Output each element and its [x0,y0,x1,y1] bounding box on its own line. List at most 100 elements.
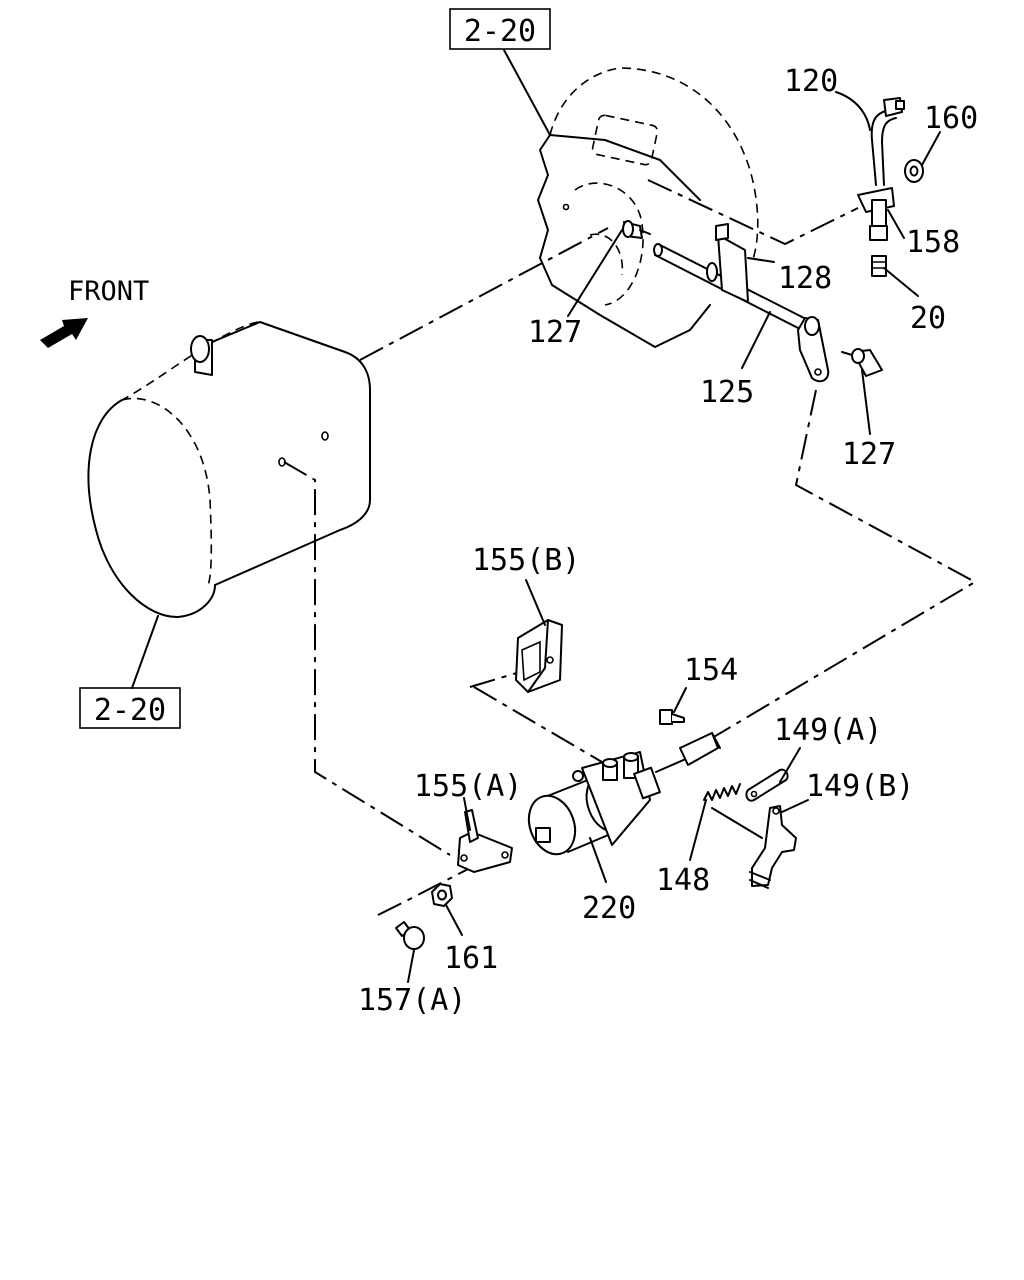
bracket-155a-hole-2 [460,854,468,862]
booster-cylinder [633,766,661,800]
housing-inner-bore [574,182,644,306]
leader-127-right [861,369,871,435]
link-bracket155b [469,671,603,763]
bushing-right-face [851,348,865,364]
housing-outer-dotted [549,67,759,263]
callout-125[interactable]: 125 [700,375,754,410]
fitting-20[interactable] [871,255,887,277]
pipe-end-fitting [895,100,905,110]
clutch-housing [87,321,371,619]
spring-148-coil [703,783,741,801]
callout-157a[interactable]: 157(A) [358,983,466,1018]
leader-160 [921,131,941,166]
callout-120[interactable]: 120 [784,64,838,99]
front-arrow-icon [40,318,88,348]
leader-120 [835,91,871,131]
bolt-154-head [659,709,673,725]
housing-hole [562,203,570,211]
callout-149b[interactable]: 149(B) [806,769,914,804]
release-lever [797,317,830,383]
nut-161-hole [437,889,447,901]
callout-leaders [407,91,941,983]
fork-plate [717,234,749,303]
pipe-tube-b [881,117,897,186]
housing-inner-bore-2 [589,233,624,276]
clutch-booster[interactable] [521,732,721,861]
nut-161[interactable] [431,883,453,907]
link-housing-pipe [647,179,859,246]
callout-160[interactable]: 160 [924,101,978,136]
callout-155a[interactable]: 155(A) [414,769,522,804]
booster-stud [572,770,584,782]
leader-154 [673,687,687,713]
link-housing-bracket [283,461,451,856]
bracket-155a-hole [501,851,509,859]
link-spring-lever [711,807,763,839]
leader-148 [689,799,707,861]
rod-clevis [679,732,719,766]
bracket-158-hex [869,225,888,241]
front-label: FRONT [68,276,149,307]
booster-inlet [535,827,551,843]
bushing-127-right[interactable] [841,348,883,377]
bracket-155b-hole [546,656,554,664]
reference-box-left-label: 2-20 [94,693,166,728]
connection-lines [283,179,978,916]
callout-labels: 120 160 158 128 20 127 125 127 155(B) 15… [358,64,978,1018]
spring-148[interactable] [703,783,741,801]
bushing-top-stud [639,229,651,235]
lever-149b[interactable] [749,805,797,889]
bracket-155b[interactable] [515,619,563,693]
bolt-157a[interactable] [395,921,425,950]
housing-top-edge [549,134,701,201]
bracket-158[interactable] [857,187,895,241]
callout-127-right[interactable]: 127 [842,437,896,472]
leader-155b [525,579,546,626]
bracket-155a[interactable] [457,809,513,873]
reference-box-top[interactable]: 2-20 [449,8,551,50]
leader-125 [741,311,771,369]
leader-161 [445,904,463,936]
shaft-collar [706,262,718,282]
fitting-20-body [871,255,887,277]
bushing-127-top[interactable] [622,220,651,239]
clutch-housing-face-rim [121,397,213,586]
lever-149a[interactable] [745,768,789,802]
callout-149a[interactable]: 149(A) [774,713,882,748]
bolt-154[interactable] [659,709,685,725]
reference-box-top-label: 2-20 [464,14,536,49]
callout-154[interactable]: 154 [684,653,738,688]
callout-128[interactable]: 128 [778,261,832,296]
callout-155b[interactable]: 155(B) [472,543,580,578]
callout-220[interactable]: 220 [582,891,636,926]
pipe-120[interactable] [870,97,905,186]
bracket-158-fitting [871,199,887,227]
link-lever-rod [711,389,978,739]
front-indicator: FRONT [40,276,149,348]
reference-box-left[interactable]: 2-20 [79,687,181,729]
lever-149b-body [751,805,797,887]
bushing-right-stud [841,351,853,356]
lever-boss [804,316,820,336]
callout-158[interactable]: 158 [906,225,960,260]
clutch-housing-top-dotted [121,321,259,401]
clutch-housing-hole-1 [321,431,329,441]
booster-port-1-top [602,758,618,768]
callout-148[interactable]: 148 [656,863,710,898]
callout-127-top[interactable]: 127 [528,315,582,350]
leader-157a [407,949,415,983]
leader-128 [747,257,775,263]
nut-160-hole [909,165,919,177]
reference-box-left-frame [79,687,181,729]
release-fork[interactable] [715,223,749,303]
nut-160[interactable] [904,159,924,183]
bracket-155b-fold [527,619,549,693]
leader-127-top [567,229,623,317]
callout-20[interactable]: 20 [910,301,946,336]
leader-20 [883,267,919,297]
callout-161[interactable]: 161 [444,941,498,976]
link-housing-bushing [359,227,609,361]
clutch-housing-top-edge [211,321,261,343]
